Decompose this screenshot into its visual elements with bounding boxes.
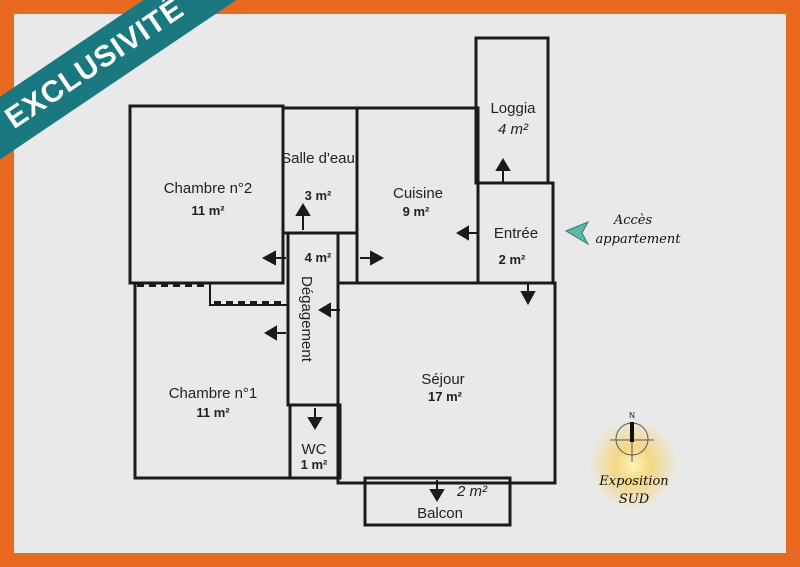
compass-north-label: N (629, 411, 635, 420)
room-name: Dégagement (298, 276, 315, 363)
room-area: 1 m² (301, 457, 328, 472)
arrow-left-icon (564, 221, 590, 246)
room-wc (288, 403, 342, 480)
access-marker: Accès appartement (564, 213, 682, 247)
access-label-line1: Accès (613, 213, 653, 228)
room-salle-deau (281, 106, 359, 235)
room-sejour (336, 281, 557, 485)
room-area: 11 m² (191, 203, 225, 218)
room-balcon (363, 476, 512, 527)
floor-plan: Chambre n°2 11 m² Salle d'eau 3 m² Cuisi… (128, 36, 682, 527)
exposition-label-line1: Exposition (598, 474, 668, 489)
access-label-line2: appartement (596, 232, 682, 247)
room-name: Loggia (490, 100, 536, 117)
room-name: Chambre n°1 (169, 385, 258, 402)
room-area: 9 m² (403, 204, 430, 219)
room-area: 4 m² (305, 250, 332, 265)
exposition-label-line2: SUD (619, 492, 650, 507)
compass-exposition: N Exposition SUD (588, 411, 678, 510)
room-area: 2 m² (499, 252, 526, 267)
room-name: Balcon (417, 505, 463, 522)
room-area: 2 m² (456, 483, 488, 500)
room-area: 3 m² (305, 188, 332, 203)
room-name: Séjour (421, 371, 464, 388)
room-name: Entrée (494, 225, 538, 242)
door-arrows (261, 158, 536, 502)
room-area: 11 m² (196, 405, 230, 420)
room-area: 17 m² (428, 389, 463, 404)
room-name: Cuisine (393, 185, 443, 202)
room-area: 4 m² (498, 121, 529, 138)
room-name: Chambre n°2 (164, 180, 253, 197)
compass-icon (610, 422, 654, 462)
floor-plan-canvas: Chambre n°2 11 m² Salle d'eau 3 m² Cuisi… (14, 14, 786, 553)
room-name: Salle d'eau (281, 150, 355, 167)
room-name: WC (302, 441, 327, 458)
room-labels: Chambre n°2 11 m² Salle d'eau 3 m² Cuisi… (164, 100, 538, 522)
